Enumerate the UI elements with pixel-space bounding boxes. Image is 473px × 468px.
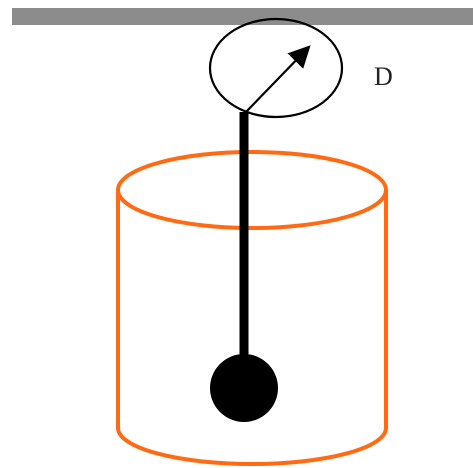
dial-pointer-arrow (243, 45, 311, 115)
container-bottom (116, 427, 388, 466)
dial-label: D (374, 62, 393, 91)
dial-circle (208, 17, 344, 119)
container-top-rim (116, 150, 388, 230)
container-cylinder (116, 150, 388, 466)
ceiling-bar (12, 8, 473, 25)
pendulum-bob (210, 354, 278, 422)
